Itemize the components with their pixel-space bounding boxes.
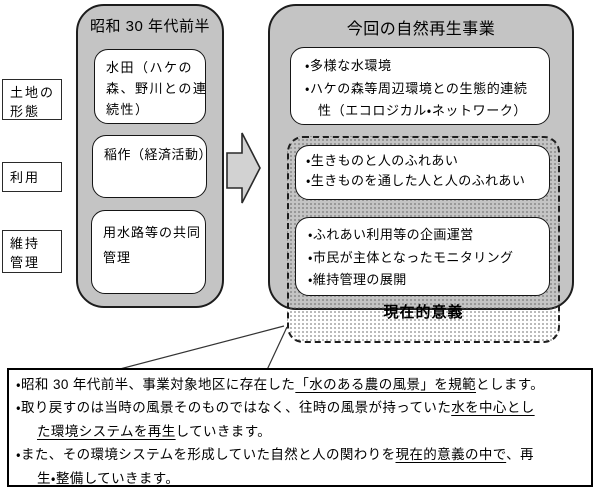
label-use: 利用 <box>2 162 62 192</box>
box-text-line: 性（エコロジカル・ネットワーク） <box>318 103 528 118</box>
box-text-line: ・生きものを通した人と人のふれあい <box>306 173 526 188</box>
note-line: ・また、その環境システムを形成していた自然と人の関わりを現在的意義の中で、再 <box>16 447 534 463</box>
current-significance-label: 現在的意義 <box>383 304 464 321</box>
label-line: 利用 <box>10 170 41 185</box>
panel-title-present: 今回の自然再生事業 <box>346 21 496 38</box>
label-land-form: 土地の 形態 <box>2 79 62 120</box>
box-paddy-fields: 水田（ハケの 森、野川との連 続性） <box>94 49 206 124</box>
box-text-line: 水田（ハケの <box>106 60 194 75</box>
callout-tail-icon <box>119 325 288 373</box>
box-text-line: 稲作（経済活動） <box>104 147 213 162</box>
box-text-line: ・多様な水環境 <box>305 58 392 73</box>
box-text-line: ・市民が主体となったモニタリング <box>308 249 514 265</box>
note-line: ・昭和 30 年代前半、事業対象地区に存在した「水のある農の風景」を規範とします… <box>16 377 545 392</box>
box-citizen-management: ・ふれあい利用等の企画運営 ・市民が主体となったモニタリング ・維持管理の展開 <box>295 217 550 296</box>
box-text-line: ・ふれあい利用等の企画運営 <box>308 227 474 242</box>
box-water-environment: ・多様な水環境 ・ハケの森等周辺環境との生態的連続 性（エコロジカル・ネットワー… <box>290 47 550 125</box>
box-text-line: 続性） <box>106 102 150 117</box>
note-line: た環境システムを再生していきます。 <box>37 423 272 439</box>
flow-arrow-icon <box>226 132 261 204</box>
box-rice-farming: 稲作（経済活動） <box>92 135 213 198</box>
box-text-line: 管理 <box>103 250 132 265</box>
note-line: 生・整備していきます。 <box>37 470 180 486</box>
box-irrigation-management: 用水路等の共同 管理 <box>91 210 206 294</box>
panel-title-past: 昭和 30 年代前半 <box>89 18 211 35</box>
panel-showa-30s: 昭和 30 年代前半 水田（ハケの 森、野川との連 続性） 稲作（経済活動） 用… <box>76 4 224 308</box>
box-text-line: ・維持管理の展開 <box>308 272 407 287</box>
label-line: 土地の <box>10 85 56 100</box>
note-line: ・取り戻すのは当時の風景そのものではなく、往時の風景が持っていた水を中心とし <box>16 400 535 416</box>
label-line: 維持 <box>10 236 41 251</box>
box-text-line: ・生きものと人のふれあい <box>306 153 459 168</box>
box-text-line: ・ハケの森等周辺環境との生態的連続 <box>305 80 528 96</box>
current-significance-group: ・生きものと人のふれあい ・生きものを通した人と人のふれあい ・ふれあい利用等の… <box>287 136 560 343</box>
box-human-nature-contact: ・生きものと人のふれあい ・生きものを通した人と人のふれあい <box>295 145 550 200</box>
label-line: 管理 <box>10 255 41 270</box>
label-line: 形態 <box>10 104 41 119</box>
box-text-line: 森、野川との連 <box>106 81 208 96</box>
box-text-line: 用水路等の共同 <box>103 225 202 240</box>
summary-note: ・昭和 30 年代前半、事業対象地区に存在した「水のある農の風景」を規範とします… <box>7 368 593 487</box>
label-maintenance: 維持 管理 <box>2 230 62 273</box>
